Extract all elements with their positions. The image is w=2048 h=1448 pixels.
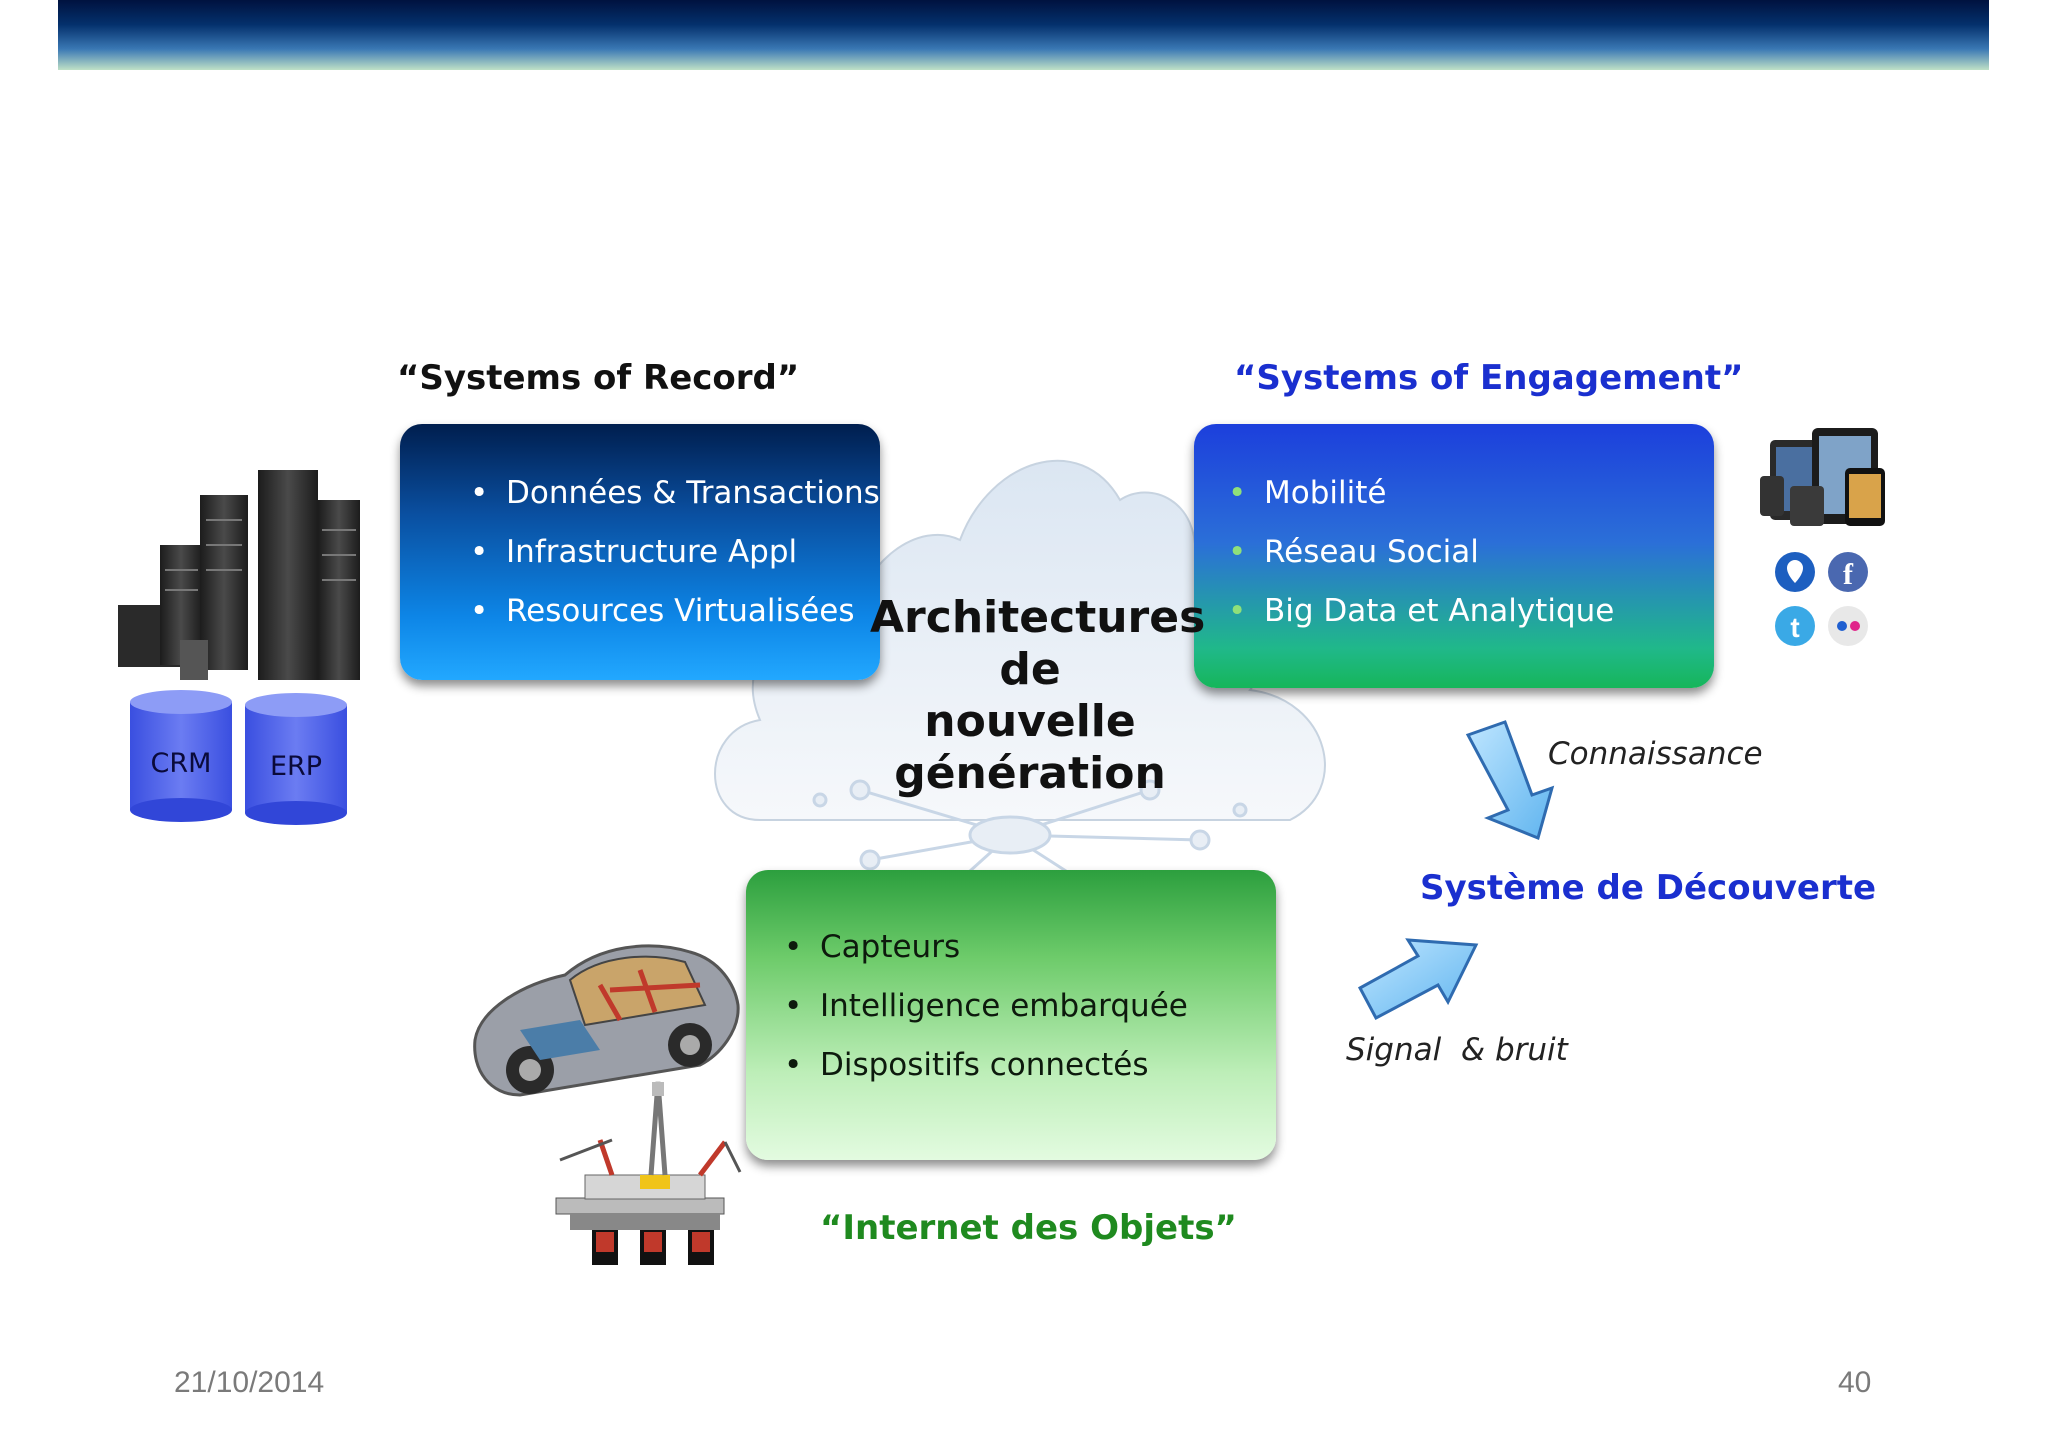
signal-arrow xyxy=(1357,938,1479,1021)
bullet-icon: • xyxy=(784,929,803,965)
signal-noise-label: Signal & bruit xyxy=(1346,1032,1568,1068)
list-item: • Réseau Social xyxy=(1220,523,1614,582)
bullet-icon: • xyxy=(1228,534,1247,570)
header-systems-of-record: “Systems of Record” xyxy=(397,358,800,398)
list-item-label: Dispositifs connectés xyxy=(820,1047,1149,1083)
list-item-label: Big Data et Analytique xyxy=(1264,593,1615,629)
center-title-line: nouvelle xyxy=(924,696,1136,747)
list-item-label: Infrastructure Appl xyxy=(506,534,798,570)
center-title-line: Architectures xyxy=(870,592,1206,643)
crm-label: CRM xyxy=(151,748,212,779)
flickr-icon xyxy=(1828,606,1868,646)
knowledge-label: Connaissance xyxy=(1548,736,1763,772)
bullet-icon: • xyxy=(1228,593,1247,629)
internet-of-things-box: • Capteurs • Intelligence embarquée • Dispo… xyxy=(746,870,1276,1160)
svg-text:f: f xyxy=(1843,558,1854,591)
erp-label: ERP xyxy=(270,751,322,782)
list-item-label: Intelligence embarquée xyxy=(820,988,1188,1024)
location-pin-icon xyxy=(1775,552,1815,592)
center-title-line: génération xyxy=(894,748,1166,799)
list-item-label: Resources Virtualisées xyxy=(506,593,855,629)
list-item-label: Capteurs xyxy=(820,929,961,965)
slide-date: 21/10/2014 xyxy=(174,1366,325,1399)
list-item-label: Données & Transactions xyxy=(506,475,880,511)
bullet-icon: • xyxy=(784,1047,803,1083)
center-title-line: de xyxy=(999,644,1061,695)
list-item: • Infrastructure Appl xyxy=(462,523,880,582)
mobile-devices-icon xyxy=(1760,428,1885,526)
car-icon xyxy=(473,944,740,1097)
list-item: • Resources Virtualisées xyxy=(462,582,880,641)
center-title: Architectures de nouvelle génération xyxy=(870,592,1206,800)
list-item-label: Mobilité xyxy=(1264,475,1387,511)
record-list: • Données & Transactions • Infrastructure … xyxy=(462,464,880,641)
list-item: • Big Data et Analytique xyxy=(1220,582,1614,641)
iot-list: • Capteurs • Intelligence embarquée • Dispo… xyxy=(776,918,1188,1095)
bullet-icon: • xyxy=(470,534,489,570)
bullet-icon: • xyxy=(470,475,489,511)
slide-page-number: 40 xyxy=(1838,1366,1872,1399)
knowledge-arrow xyxy=(1465,720,1555,841)
systems-of-record-box: • Données & Transactions • Infrastructure … xyxy=(400,424,880,680)
crm-cylinder: CRM xyxy=(130,690,232,822)
server-racks-icon xyxy=(118,470,360,680)
bullet-icon: • xyxy=(1228,475,1247,511)
list-item: • Données & Transactions xyxy=(462,464,880,523)
systems-of-engagement-box: • Mobilité • Réseau Social • Big Data et An… xyxy=(1194,424,1714,688)
bullet-icon: • xyxy=(470,593,489,629)
list-item: • Dispositifs connectés xyxy=(776,1036,1188,1095)
list-item-label: Réseau Social xyxy=(1264,534,1479,570)
list-item: • Mobilité xyxy=(1220,464,1614,523)
facebook-icon: f xyxy=(1828,552,1868,592)
header-systems-of-engagement: “Systems of Engagement” xyxy=(1234,358,1744,398)
erp-cylinder: ERP xyxy=(245,693,347,825)
engagement-list: • Mobilité • Réseau Social • Big Data et An… xyxy=(1220,464,1614,641)
bullet-icon: • xyxy=(784,988,803,1024)
svg-text:t: t xyxy=(1790,612,1799,643)
twitter-icon: t xyxy=(1775,606,1815,646)
list-item: • Intelligence embarquée xyxy=(776,977,1188,1036)
list-item: • Capteurs xyxy=(776,918,1188,977)
title-bar xyxy=(58,0,1989,70)
header-internet-of-things: “Internet des Objets” xyxy=(820,1208,1237,1248)
discovery-system-label: Système de Découverte xyxy=(1420,868,1877,908)
oil-platform-icon xyxy=(555,1081,742,1265)
